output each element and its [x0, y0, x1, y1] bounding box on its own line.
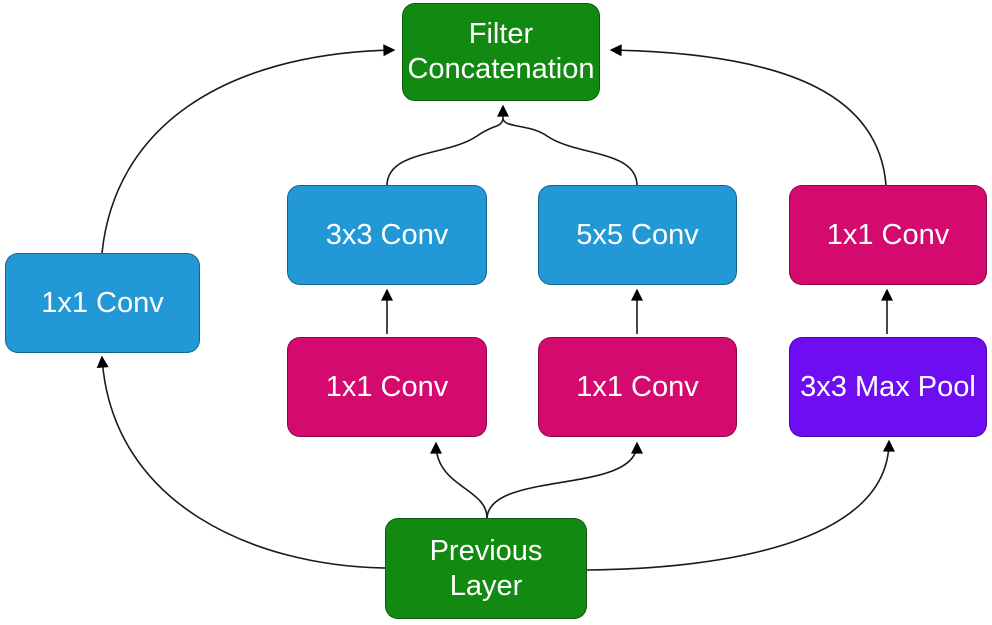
node-5x5-conv: 5x5 Conv — [538, 185, 737, 285]
arrow-previous-layer-to-max-pool — [586, 439, 895, 571]
node-1x1-conv-mid-left: 1x1 Conv — [287, 337, 487, 437]
node-3x3-max-pool: 3x3 Max Pool — [789, 337, 987, 437]
arrow-1x1-conv-left-to-filter-concatenation — [101, 44, 396, 254]
node-previous-layer: Previous Layer — [385, 518, 587, 619]
arrow-previous-layer-to-1x1-conv-left — [96, 355, 386, 569]
node-3x3-conv: 3x3 Conv — [287, 185, 487, 285]
node-1x1-conv-left: 1x1 Conv — [5, 253, 200, 353]
arrow-previous-layer-to-1x1-conv-mid-right — [486, 441, 643, 519]
arrow-3x3-conv-to-filter-concatenation — [386, 118, 504, 186]
arrow-previous-layer-to-1x1-conv-mid-left — [430, 441, 488, 519]
node-1x1-conv-right: 1x1 Conv — [789, 185, 987, 285]
node-filter-concatenation: Filter Concatenation — [402, 3, 600, 101]
arrow-1x1-conv-right-to-filter-concatenation — [609, 44, 887, 186]
node-1x1-conv-mid-right: 1x1 Conv — [538, 337, 737, 437]
arrow-5x5-conv-to-filter-concatenation — [502, 118, 638, 186]
